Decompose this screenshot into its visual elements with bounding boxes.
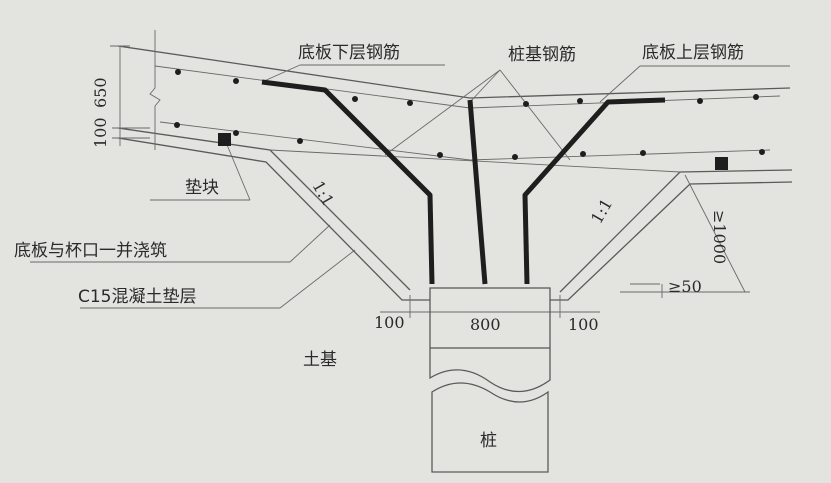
top-rebar-right (522, 97, 666, 285)
label-cast-together: 底板与杯口一并浇筑 (14, 241, 167, 261)
label-c15-layer: C15混凝土垫层 (78, 287, 197, 307)
dim-depth-min: ≥1000 (710, 210, 729, 264)
pile-rebar (467, 99, 488, 285)
slab-outline (30, 30, 793, 318)
label-top-rebar: 底板上层钢筋 (642, 43, 744, 63)
rebars (174, 69, 765, 285)
label-bottom-rebar: 底板下层钢筋 (298, 43, 400, 63)
dim-100-cushion: 100 (91, 117, 110, 148)
label-cushion-block: 垫块 (185, 178, 219, 198)
dim-right-gap: 100 (568, 315, 599, 334)
dim-step-min: ≥50 (668, 277, 702, 296)
dim-pile-width: 800 (470, 315, 501, 334)
slope-right: 1:1 (587, 195, 616, 227)
dim-left-gap: 100 (374, 313, 405, 332)
cushion-block (218, 133, 231, 146)
pile (429, 287, 551, 473)
slope-left: 1:1 (309, 178, 338, 210)
label-pile: 桩 (480, 431, 497, 451)
label-soil: 土基 (303, 350, 337, 370)
dim-650: 650 (91, 77, 110, 108)
bottom-rebar-left (261, 79, 435, 285)
label-pile-rebar: 桩基钢筋 (508, 45, 576, 65)
cushion-block (715, 157, 728, 170)
